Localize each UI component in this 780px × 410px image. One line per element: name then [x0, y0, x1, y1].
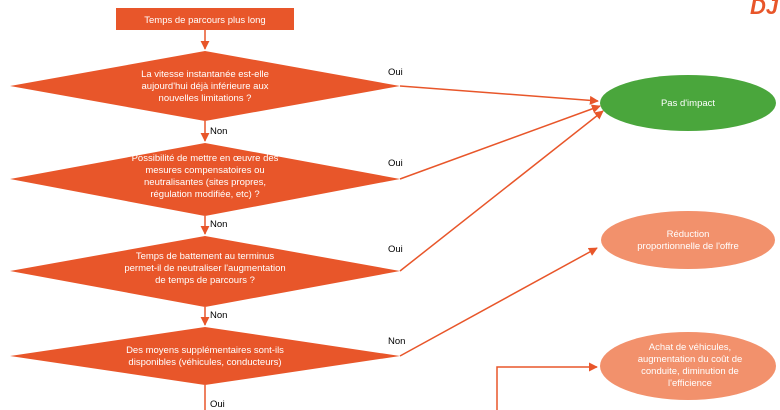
- decision-q2-line4: régulation modifiée, etc) ?: [150, 189, 259, 200]
- outcome-no-impact-label: Pas d'impact: [661, 98, 715, 109]
- decision-q1-line3: nouvelles limitations ?: [159, 93, 252, 104]
- decision-q3-line1: Temps de battement au terminus: [136, 251, 275, 262]
- decision-q1-line2: aujourd'hui déjà inférieure aux: [142, 81, 269, 92]
- edge-q2-yes: [399, 104, 601, 180]
- decision-q2: [10, 143, 400, 216]
- decision-q3-line2: permet-il de neutraliser l'augmentation: [124, 263, 285, 274]
- edge-q3-yes: [399, 110, 604, 272]
- edge-q4-no: [399, 247, 598, 357]
- outcome-no-impact: [600, 75, 776, 131]
- logo-fragment: DJ: [750, 0, 779, 19]
- edge-label-q3-yes: Oui: [388, 244, 403, 255]
- edge-label-q1-no: Non: [210, 126, 227, 137]
- decision-q1: [10, 51, 400, 121]
- edge-label-q2-yes: Oui: [388, 158, 403, 169]
- outcome-reduction-line2: proportionnelle de l'offre: [637, 241, 738, 252]
- decision-q1-line1: La vitesse instantanée est-elle: [141, 69, 269, 80]
- outcome-reduction: [601, 211, 775, 269]
- decision-q2-line3: neutralisantes (sites propres,: [144, 177, 266, 188]
- outcome-achat: [600, 332, 776, 400]
- decision-q3-line3: de temps de parcours ?: [155, 275, 255, 286]
- outcome-achat-line2: augmentation du coût de: [638, 354, 743, 365]
- decision-q4: [10, 327, 400, 385]
- edge-label-q4-yes: Oui: [210, 399, 225, 410]
- start-box: [116, 8, 294, 30]
- decision-q2-line1: Possibilité de mettre en œuvre des: [132, 153, 279, 164]
- outcome-reduction-line1: Réduction: [667, 229, 710, 240]
- edge-label-q3-no: Non: [210, 310, 227, 321]
- decision-q4-line2: disponibles (véhicules, conducteurs): [128, 357, 281, 368]
- start-label: Temps de parcours plus long: [144, 15, 265, 26]
- outcome-achat-line3: conduite, diminution de: [641, 366, 739, 377]
- outcome-achat-line1: Achat de véhicules,: [649, 342, 731, 353]
- decision-q3: [10, 236, 400, 307]
- edge-q1-yes: [399, 85, 599, 105]
- edge-label-q4-no: Non: [388, 336, 405, 347]
- decision-q2-line2: mesures compensatoires ou: [145, 165, 264, 176]
- outcome-achat-line4: l'efficience: [668, 378, 712, 389]
- edge-label-q1-yes: Oui: [388, 67, 403, 78]
- edge-to-achat: [496, 362, 598, 410]
- edge-label-q2-no: Non: [210, 219, 227, 230]
- decision-q4-line1: Des moyens supplémentaires sont-ils: [126, 345, 284, 356]
